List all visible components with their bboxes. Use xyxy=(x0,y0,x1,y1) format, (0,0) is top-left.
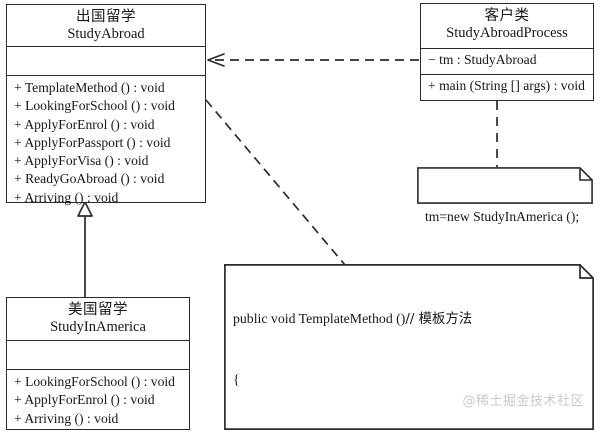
class-methods-study-in-america: + LookingForSchool () : void + ApplyForE… xyxy=(14,373,185,428)
method-item: + ApplyForEnrol () : void xyxy=(14,116,155,132)
method-item: + TemplateMethod () : void xyxy=(14,80,165,95)
code-src: { xyxy=(233,372,240,388)
attribute-item: − tm : StudyAbroad xyxy=(428,52,537,67)
dependency-arrow-client-to-studyabroad xyxy=(207,53,419,67)
class-divider-attributes-study-abroad-process xyxy=(421,48,593,49)
note-anchor-line-template-method xyxy=(205,99,346,266)
method-item: + Arriving () : void xyxy=(14,410,119,426)
method-item: + ApplyForEnrol () : void xyxy=(14,392,155,408)
class-attributes-study-abroad-process: − tm : StudyAbroad xyxy=(428,51,589,69)
class-divider-methods-study-in-america xyxy=(7,369,189,370)
code-comment: // 模板方法 xyxy=(405,312,473,328)
class-divider-attributes-study-in-america xyxy=(7,340,189,341)
note-shape-client xyxy=(417,167,593,204)
class-name-cn-study-abroad: 出国留学 xyxy=(76,9,136,25)
class-box-study-abroad-process[interactable]: 客户类 StudyAbroadProcess − tm : StudyAbroa… xyxy=(420,3,594,101)
method-item: + LookingForSchool () : void xyxy=(14,98,175,114)
class-header-study-abroad: 出国留学 StudyAbroad xyxy=(7,5,205,50)
class-divider-attributes-study-abroad xyxy=(7,46,205,47)
note-template-method-body[interactable]: public void TemplateMethod ()// 模板方法 { L… xyxy=(224,264,594,434)
class-name-cn-study-abroad-process: 客户类 xyxy=(484,8,530,24)
class-name-en-study-abroad-process: StudyAbroadProcess xyxy=(446,25,568,42)
note-client-instantiation[interactable]: tm=new StudyInAmerica (); tm.TemplateMet… xyxy=(417,167,593,279)
method-item: + ApplyForVisa () : void xyxy=(14,153,149,169)
generalization-arrow-america-to-studyabroad xyxy=(77,201,93,297)
class-name-en-study-in-america: StudyInAmerica xyxy=(50,319,146,336)
method-item: + Arriving () : void xyxy=(14,189,119,205)
code-line: { xyxy=(233,370,600,391)
code-src: public void TemplateMethod () xyxy=(233,311,406,327)
class-methods-study-abroad-process: + main (String [] args) : void xyxy=(428,77,589,95)
class-header-study-in-america: 美国留学 StudyInAmerica xyxy=(7,298,189,343)
class-name-cn-study-in-america: 美国留学 xyxy=(68,302,128,318)
method-item: + ReadyGoAbroad () : void xyxy=(14,171,165,187)
code-line: public void TemplateMethod ()// 模板方法 xyxy=(233,309,600,330)
class-divider-methods-study-abroad-process xyxy=(421,74,593,75)
class-methods-study-abroad: + TemplateMethod () : void + LookingForS… xyxy=(14,79,201,207)
method-item: + main (String [] args) : void xyxy=(428,78,585,93)
class-box-study-abroad[interactable]: 出国留学 StudyAbroad + TemplateMethod () : v… xyxy=(6,4,206,205)
note-line: tm=new StudyInAmerica (); xyxy=(425,208,580,224)
class-divider-methods-study-abroad xyxy=(7,75,205,76)
class-box-study-in-america[interactable]: 美国留学 StudyInAmerica + LookingForSchool (… xyxy=(6,297,190,430)
class-name-en-study-abroad: StudyAbroad xyxy=(67,26,145,43)
note-template-method-code: public void TemplateMethod ()// 模板方法 { L… xyxy=(233,269,600,434)
note-shape-template-method xyxy=(224,264,594,430)
class-header-study-abroad-process: 客户类 StudyAbroadProcess xyxy=(421,4,593,49)
watermark-label: @稀土掘金技术社区 xyxy=(462,394,584,409)
method-item: + LookingForSchool () : void xyxy=(14,374,175,389)
method-item: + ApplyForPassport () : void xyxy=(14,134,171,150)
